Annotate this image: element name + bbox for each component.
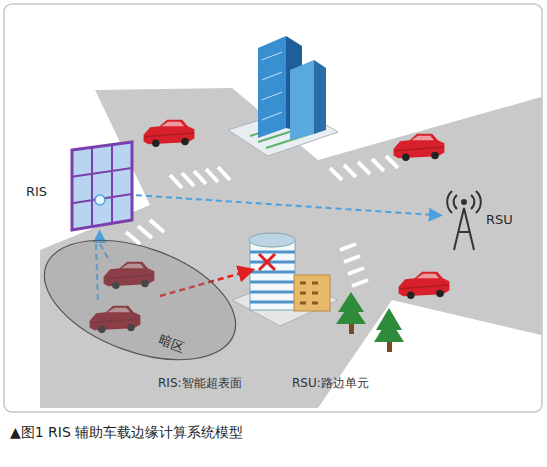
legend-note: RSU:路边单元 — [292, 376, 369, 390]
figure-caption: ▲图1 RIS 辅助车载边缘计算系统模型 — [10, 424, 243, 441]
car — [144, 120, 195, 147]
car — [399, 272, 450, 299]
trees — [336, 292, 404, 352]
ris-point — [95, 195, 105, 205]
block-mark — [259, 254, 275, 270]
ris-grid — [72, 145, 132, 227]
signal-link — [99, 232, 101, 240]
rsu-tower — [454, 208, 474, 250]
dark-zone-outline — [28, 217, 252, 383]
dark-zone: 暗区 — [44, 240, 236, 360]
blocking-building — [232, 233, 338, 326]
node-label: RSU — [486, 212, 513, 228]
rsu-waves — [447, 191, 481, 213]
rsu-antenna — [461, 199, 467, 205]
dark-zone-shape — [44, 240, 236, 360]
car — [394, 134, 445, 161]
rsu-node: RSU — [440, 186, 524, 256]
skyscraper — [228, 36, 338, 156]
ris-node: RIS — [26, 140, 136, 232]
ris-panel — [72, 142, 132, 230]
legend-note: RIS:智能超表面 — [158, 376, 242, 390]
node-label: RIS — [26, 184, 47, 200]
signal-link — [136, 195, 440, 215]
